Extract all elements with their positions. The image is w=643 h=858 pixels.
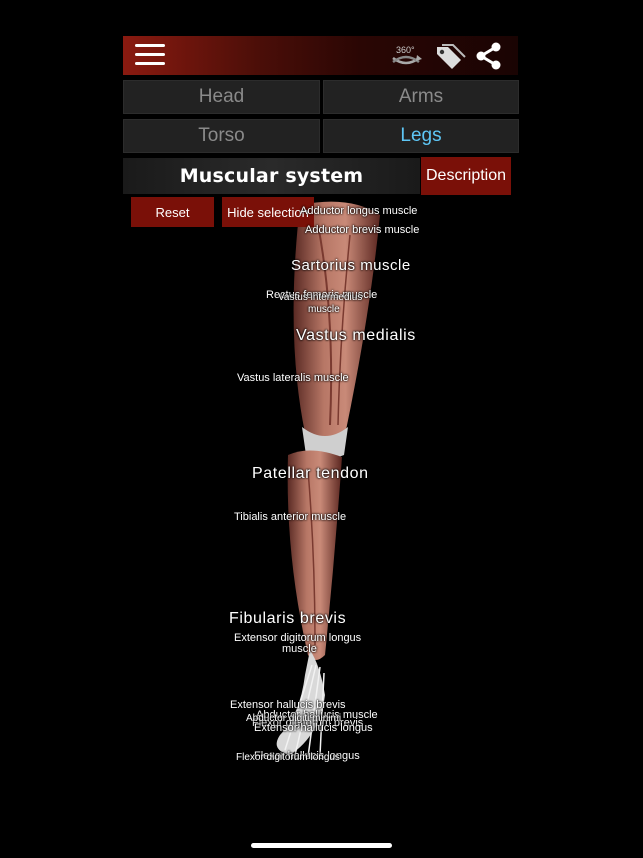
muscle-label[interactable]: Adductor brevis muscle	[305, 224, 420, 236]
muscle-label[interactable]: Flexor hallucis longus	[254, 750, 360, 762]
home-indicator[interactable]	[251, 843, 392, 848]
muscle-label[interactable]: Abductor digiti minimi	[246, 713, 342, 724]
tab-head[interactable]: Head	[123, 80, 320, 114]
muscle-label[interactable]: Fibularis brevis	[229, 610, 347, 627]
leg-muscle-model[interactable]	[230, 195, 400, 765]
share-icon[interactable]	[475, 42, 503, 70]
reset-button[interactable]: Reset	[131, 197, 214, 227]
muscle-label[interactable]: Patellar tendon	[252, 465, 369, 482]
tab-legs[interactable]: Legs	[323, 119, 519, 153]
top-toolbar: 360°	[123, 36, 518, 75]
tags-icon[interactable]	[434, 43, 466, 69]
muscle-label[interactable]: Adductor longus muscle	[300, 205, 418, 217]
muscle-label[interactable]: Extensor hallucis brevis	[230, 699, 346, 711]
tab-arms[interactable]: Arms	[323, 80, 519, 114]
description-button[interactable]: Description	[421, 157, 511, 195]
muscle-label[interactable]: Flexor digitorum longus	[236, 752, 340, 763]
muscle-label[interactable]: Vastus medialis	[296, 327, 416, 344]
tab-torso[interactable]: Torso	[123, 119, 320, 153]
muscle-label[interactable]: Tibialis anterior muscle	[234, 511, 347, 523]
muscle-label[interactable]: Extensor digitorum longus	[234, 632, 362, 644]
muscle-label[interactable]: Rectus femoris muscle	[266, 289, 378, 301]
muscle-label[interactable]: Vastus lateralis muscle	[237, 372, 349, 384]
muscle-label[interactable]: Extensor hallucis longus	[254, 722, 373, 734]
muscle-label[interactable]: Abductor hallucis muscle	[256, 709, 378, 721]
system-title[interactable]: Muscular system	[123, 158, 420, 194]
rotate-360-icon[interactable]: 360°	[389, 44, 423, 68]
muscle-label[interactable]: Flexor digitorum brevis	[252, 717, 364, 729]
hide-selection-button[interactable]: Hide selection	[222, 197, 314, 227]
muscle-label[interactable]: Sartorius muscle	[291, 257, 411, 274]
muscle-label[interactable]: muscle	[308, 304, 340, 315]
rotate-360-label: 360°	[396, 45, 415, 55]
muscle-label[interactable]: muscle	[282, 643, 317, 655]
muscle-label[interactable]: Vastus intermedius	[278, 292, 363, 303]
hamburger-menu-icon[interactable]	[135, 44, 165, 66]
